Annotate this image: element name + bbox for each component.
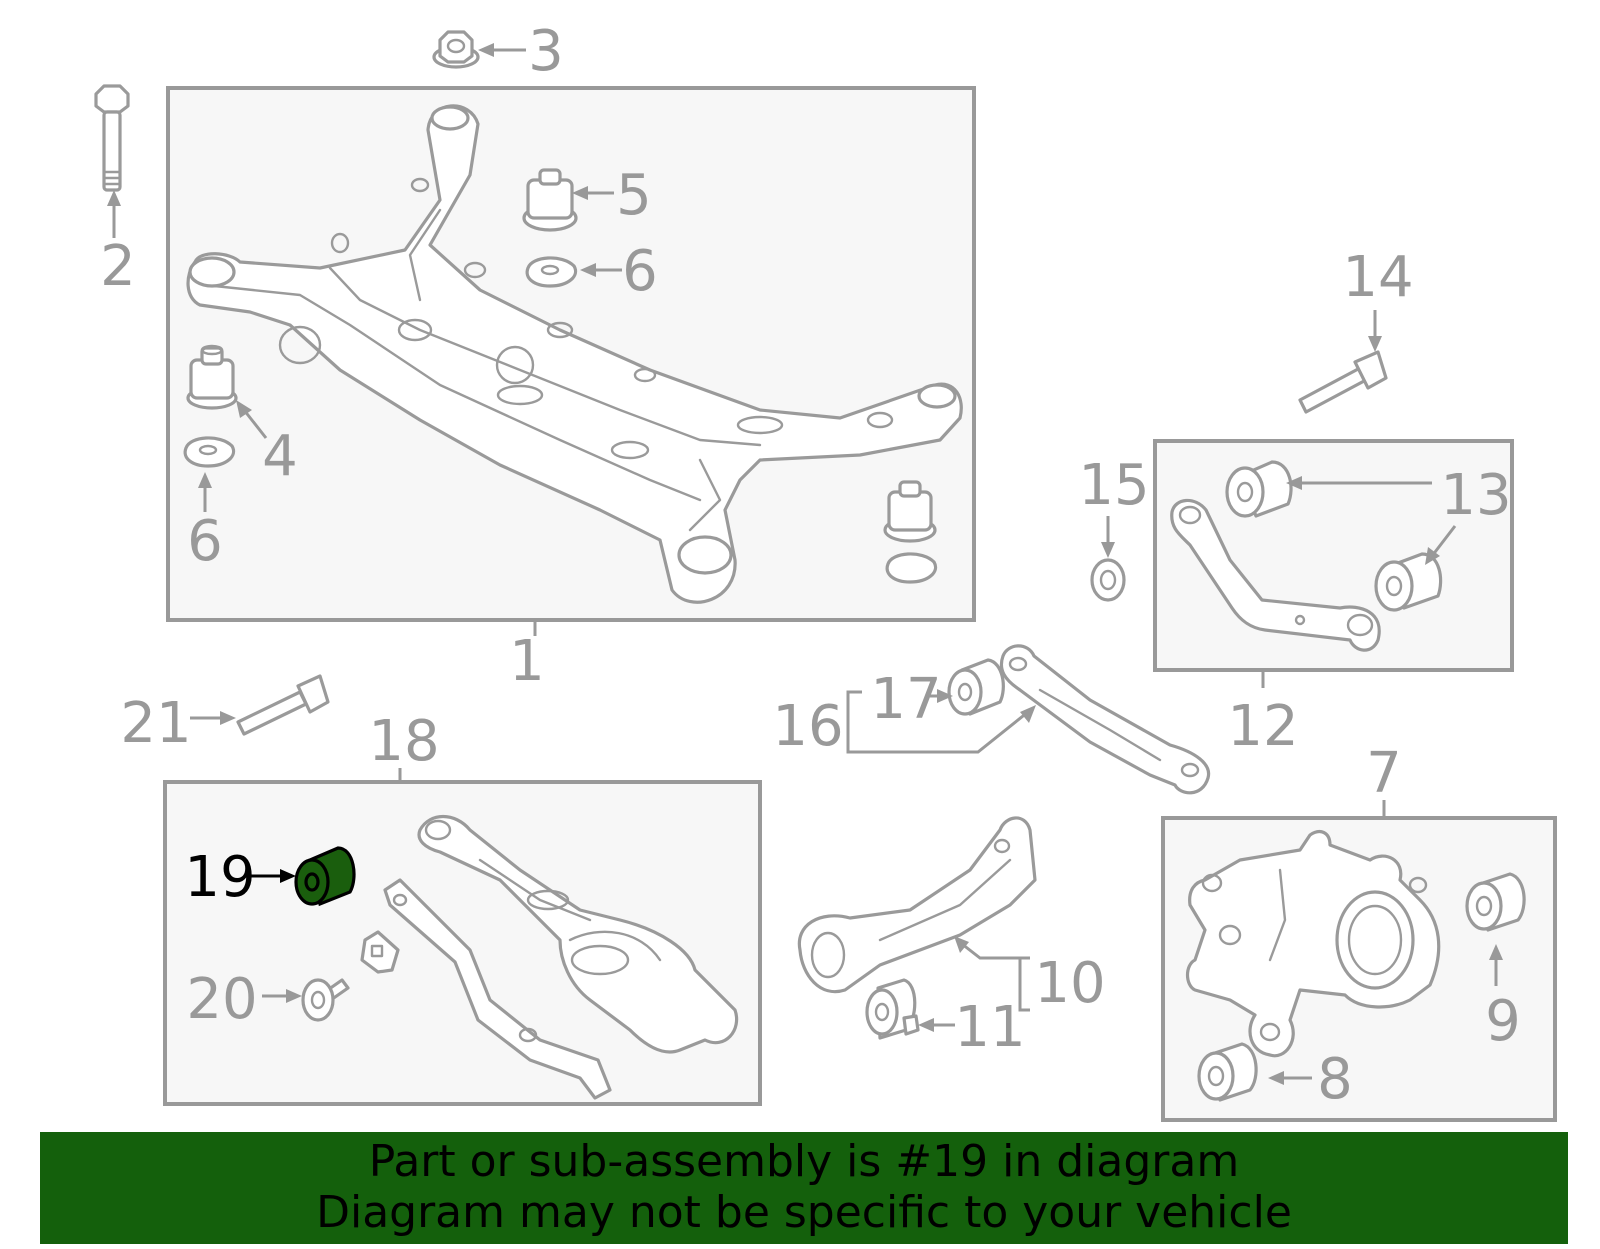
bushing-19-highlighted[interactable] [294,846,356,907]
callout-17: 17 [870,667,941,732]
callout-20: 20 [186,967,257,1032]
link-16 [999,644,1211,795]
bushing-4 [186,344,238,410]
callout-10: 10 [1034,951,1105,1016]
bushing-subframe-right [883,480,938,584]
banner-line-1: Part or sub-assembly is #19 in diagram [368,1136,1240,1187]
bolt-14 [1298,350,1388,414]
bracket-clip [360,930,400,974]
callout-5: 5 [616,163,652,228]
callout-18: 18 [368,709,439,774]
callout-6-left: 6 [187,509,223,574]
lower-link-10 [797,816,1037,994]
bolt-20 [301,978,350,1022]
callout-7: 7 [1366,741,1402,806]
callout-1: 1 [509,629,545,694]
knuckle-7 [1185,830,1441,1058]
nut-3 [432,30,480,69]
stabilizer-link [383,878,612,1100]
callout-12: 12 [1227,694,1298,759]
callout-6-upper: 6 [622,239,658,304]
info-banner: Part or sub-assembly is #19 in diagram D… [40,1132,1568,1244]
bushing-5 [522,168,578,232]
callout-14: 14 [1342,245,1413,310]
washer-6-left [183,436,236,468]
callout-11: 11 [954,995,1025,1060]
banner-line-2: Diagram may not be specific to your vehi… [316,1187,1292,1238]
callout-9: 9 [1485,989,1521,1054]
callout-4: 4 [262,424,298,489]
upper-control-arm-12 [1170,498,1381,652]
bolt-2 [94,84,130,192]
lower-control-arm [417,815,739,1054]
callout-15: 15 [1078,453,1149,518]
washer-15 [1090,558,1126,602]
bolt-21 [236,674,330,736]
callout-21: 21 [120,691,191,756]
callout-3: 3 [528,19,564,84]
callout-8: 8 [1317,1047,1353,1112]
bushing-8 [1197,1042,1258,1102]
crossmember-subframe [186,104,963,604]
washer-6-upper [525,256,578,288]
callout-13: 13 [1440,463,1511,528]
callout-2: 2 [100,234,136,299]
bushing-11 [865,978,920,1040]
bushing-13-lower [1374,552,1443,612]
bushing-13-upper [1225,460,1293,518]
bushing-9 [1465,872,1526,932]
callout-19-highlighted: 19 [184,845,255,910]
bushing-17 [947,658,1005,716]
callout-16: 16 [772,694,843,759]
